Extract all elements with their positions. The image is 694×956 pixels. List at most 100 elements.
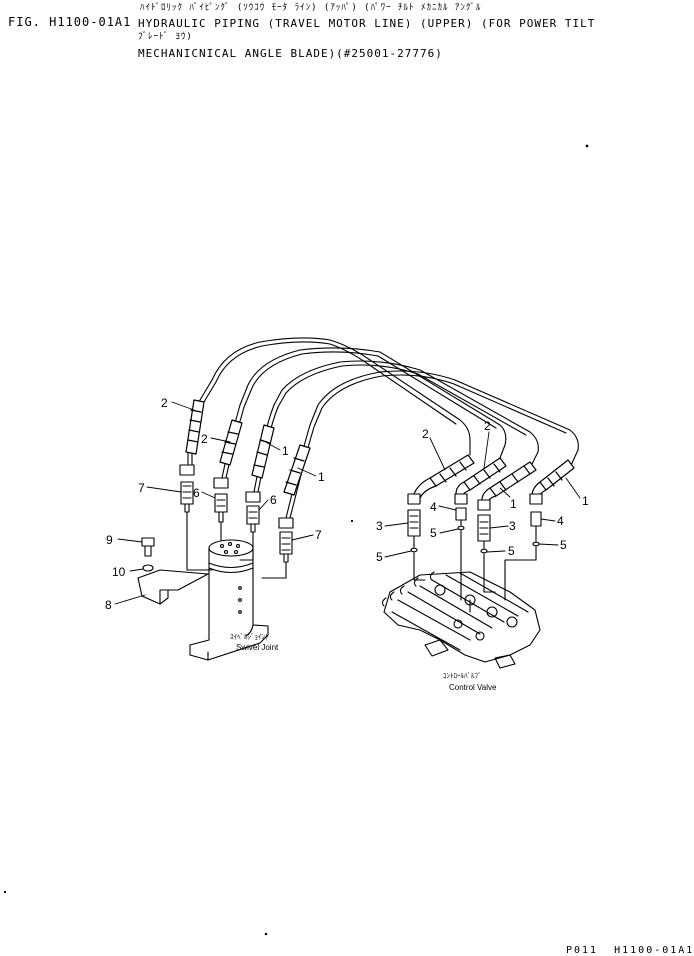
- speck-3: [264, 932, 268, 936]
- leader-3b: [489, 525, 509, 529]
- valve-foot: [424, 639, 516, 669]
- hose-2: [221, 347, 507, 479]
- sleeve-2: [219, 419, 243, 466]
- right-fittings: [407, 493, 543, 613]
- hose-3: [253, 360, 539, 493]
- callout-6a: 6: [193, 486, 200, 500]
- leader-4a: [438, 505, 457, 511]
- leader-9: [117, 538, 143, 543]
- callout-1c: 1: [510, 497, 517, 511]
- leader-2d: [483, 431, 490, 469]
- leader-7b: [291, 534, 314, 541]
- valve-outline: [383, 571, 541, 663]
- washer-10: [142, 564, 154, 572]
- title-katakana-line1: ﾊｲﾄﾞﾛﾘｯｸ ﾊﾞｲﾋﾟﾝｸﾞ (ｿｳｺｳ ﾓｰﾀ ﾗｲﾝ) (ｱｯﾊﾟ) …: [140, 3, 482, 13]
- control-valve-caption-jp: ｺﾝﾄﾛｰﾙﾊﾞﾙﾌﾞ: [443, 672, 482, 680]
- bolt-9-head: [141, 537, 155, 547]
- callout-1a: 1: [282, 444, 289, 458]
- control-valve-caption-en: Control Valve: [449, 683, 497, 692]
- callout-2b: 2: [201, 432, 208, 446]
- title-line2: MECHANICNICAL ANGLE BLADE)(#25001-27776): [138, 47, 443, 60]
- fitting-4b: [530, 511, 542, 527]
- nut-4: [278, 517, 294, 529]
- leader-5b: [439, 528, 459, 534]
- nut-r3: [477, 499, 491, 511]
- swivel-leaders: [186, 511, 287, 579]
- callout-2c: 2: [422, 427, 429, 441]
- sleeve-3: [251, 424, 275, 479]
- leader-1d: [565, 477, 581, 499]
- leader-5a: [384, 550, 412, 558]
- port-3: [235, 543, 241, 549]
- leader-2b: [210, 437, 231, 443]
- title-line1: HYDRAULIC PIPING (TRAVEL MOTOR LINE) (UP…: [138, 17, 596, 30]
- callout-5c: 5: [508, 544, 515, 558]
- title-katakana-line2: ﾌﾞﾚｰﾄﾞ ﾖｳ): [138, 32, 193, 42]
- callout-numbers: 2 2 1 1 7 6 6 7 9 10 8 2 2 1 1 4 4 3 3 5…: [105, 396, 589, 612]
- valve-sections: [391, 572, 529, 651]
- sleeve-r-hatch: [439, 461, 563, 491]
- valve-boss-2: [464, 594, 476, 606]
- leader-1c: [499, 487, 511, 498]
- leader-2a: [171, 401, 195, 411]
- port-4: [223, 549, 229, 555]
- fitting-6b: [246, 505, 260, 525]
- leader-6a: [201, 491, 216, 499]
- hose-sleeves-right: [413, 454, 575, 505]
- side-hole-2: [238, 598, 242, 602]
- nut-r1: [407, 493, 421, 505]
- callout-10: 10: [112, 565, 126, 579]
- speck-2: [350, 519, 354, 523]
- leader-5c: [486, 550, 506, 553]
- leader-1a: [261, 439, 281, 451]
- plate-8: [137, 569, 209, 605]
- callout-7b: 7: [315, 528, 322, 542]
- callout-1d: 1: [582, 494, 589, 508]
- fitting-3a: [407, 509, 421, 537]
- nut-r4: [529, 493, 543, 505]
- leader-2c: [429, 437, 446, 471]
- callout-2d: 2: [484, 419, 491, 433]
- nut-2: [213, 477, 229, 489]
- figure-number: FIG. H1100-01A1: [8, 15, 132, 29]
- hose-3-outline: [257, 364, 527, 493]
- nut-3: [245, 491, 261, 503]
- leader-8: [114, 594, 146, 605]
- leader-6b: [258, 499, 269, 511]
- swivel-joint: [189, 539, 269, 661]
- port-1: [219, 543, 225, 549]
- callout-leaders: [114, 401, 581, 605]
- callout-5d: 5: [560, 538, 567, 552]
- callout-4a: 4: [430, 500, 437, 514]
- sleeve-r3: [489, 461, 537, 497]
- oring-5a: [410, 547, 418, 553]
- callout-3a: 3: [376, 519, 383, 533]
- callout-3b: 3: [509, 519, 516, 533]
- fitting-7a: [180, 481, 194, 505]
- callout-9: 9: [106, 533, 113, 547]
- leader-1b: [297, 467, 317, 477]
- callout-5b: 5: [430, 526, 437, 540]
- callout-1b: 1: [318, 470, 325, 484]
- swivel-band: [208, 562, 254, 574]
- sleeve-hatch: [187, 409, 305, 486]
- callout-4b: 4: [557, 514, 564, 528]
- swivel-joint-caption-jp: ｽｲﾍﾞﾙｼﾞｮｲﾝﾄ: [230, 633, 269, 641]
- captions: ｽｲﾍﾞﾙｼﾞｮｲﾝﾄ Swivel Joint ｺﾝﾄﾛｰﾙﾊﾞﾙﾌﾞ Con…: [230, 633, 497, 692]
- leader-7a: [146, 486, 182, 493]
- port-2: [227, 541, 233, 547]
- control-valve: [381, 571, 541, 669]
- speck-4: [3, 890, 7, 894]
- hose-sleeves-left: [185, 399, 311, 496]
- callout-2a: 2: [161, 396, 168, 410]
- valve-boss-4: [506, 616, 518, 628]
- valve-boss-6: [475, 631, 485, 641]
- nut-1: [179, 464, 195, 476]
- leader-10: [129, 568, 144, 572]
- leader-4b: [540, 518, 556, 522]
- callout-5a: 5: [376, 550, 383, 564]
- swivel-joint-caption-en: Swivel Joint: [236, 643, 279, 652]
- fitting-6a: [214, 493, 228, 513]
- plate-8-fold: [159, 589, 169, 605]
